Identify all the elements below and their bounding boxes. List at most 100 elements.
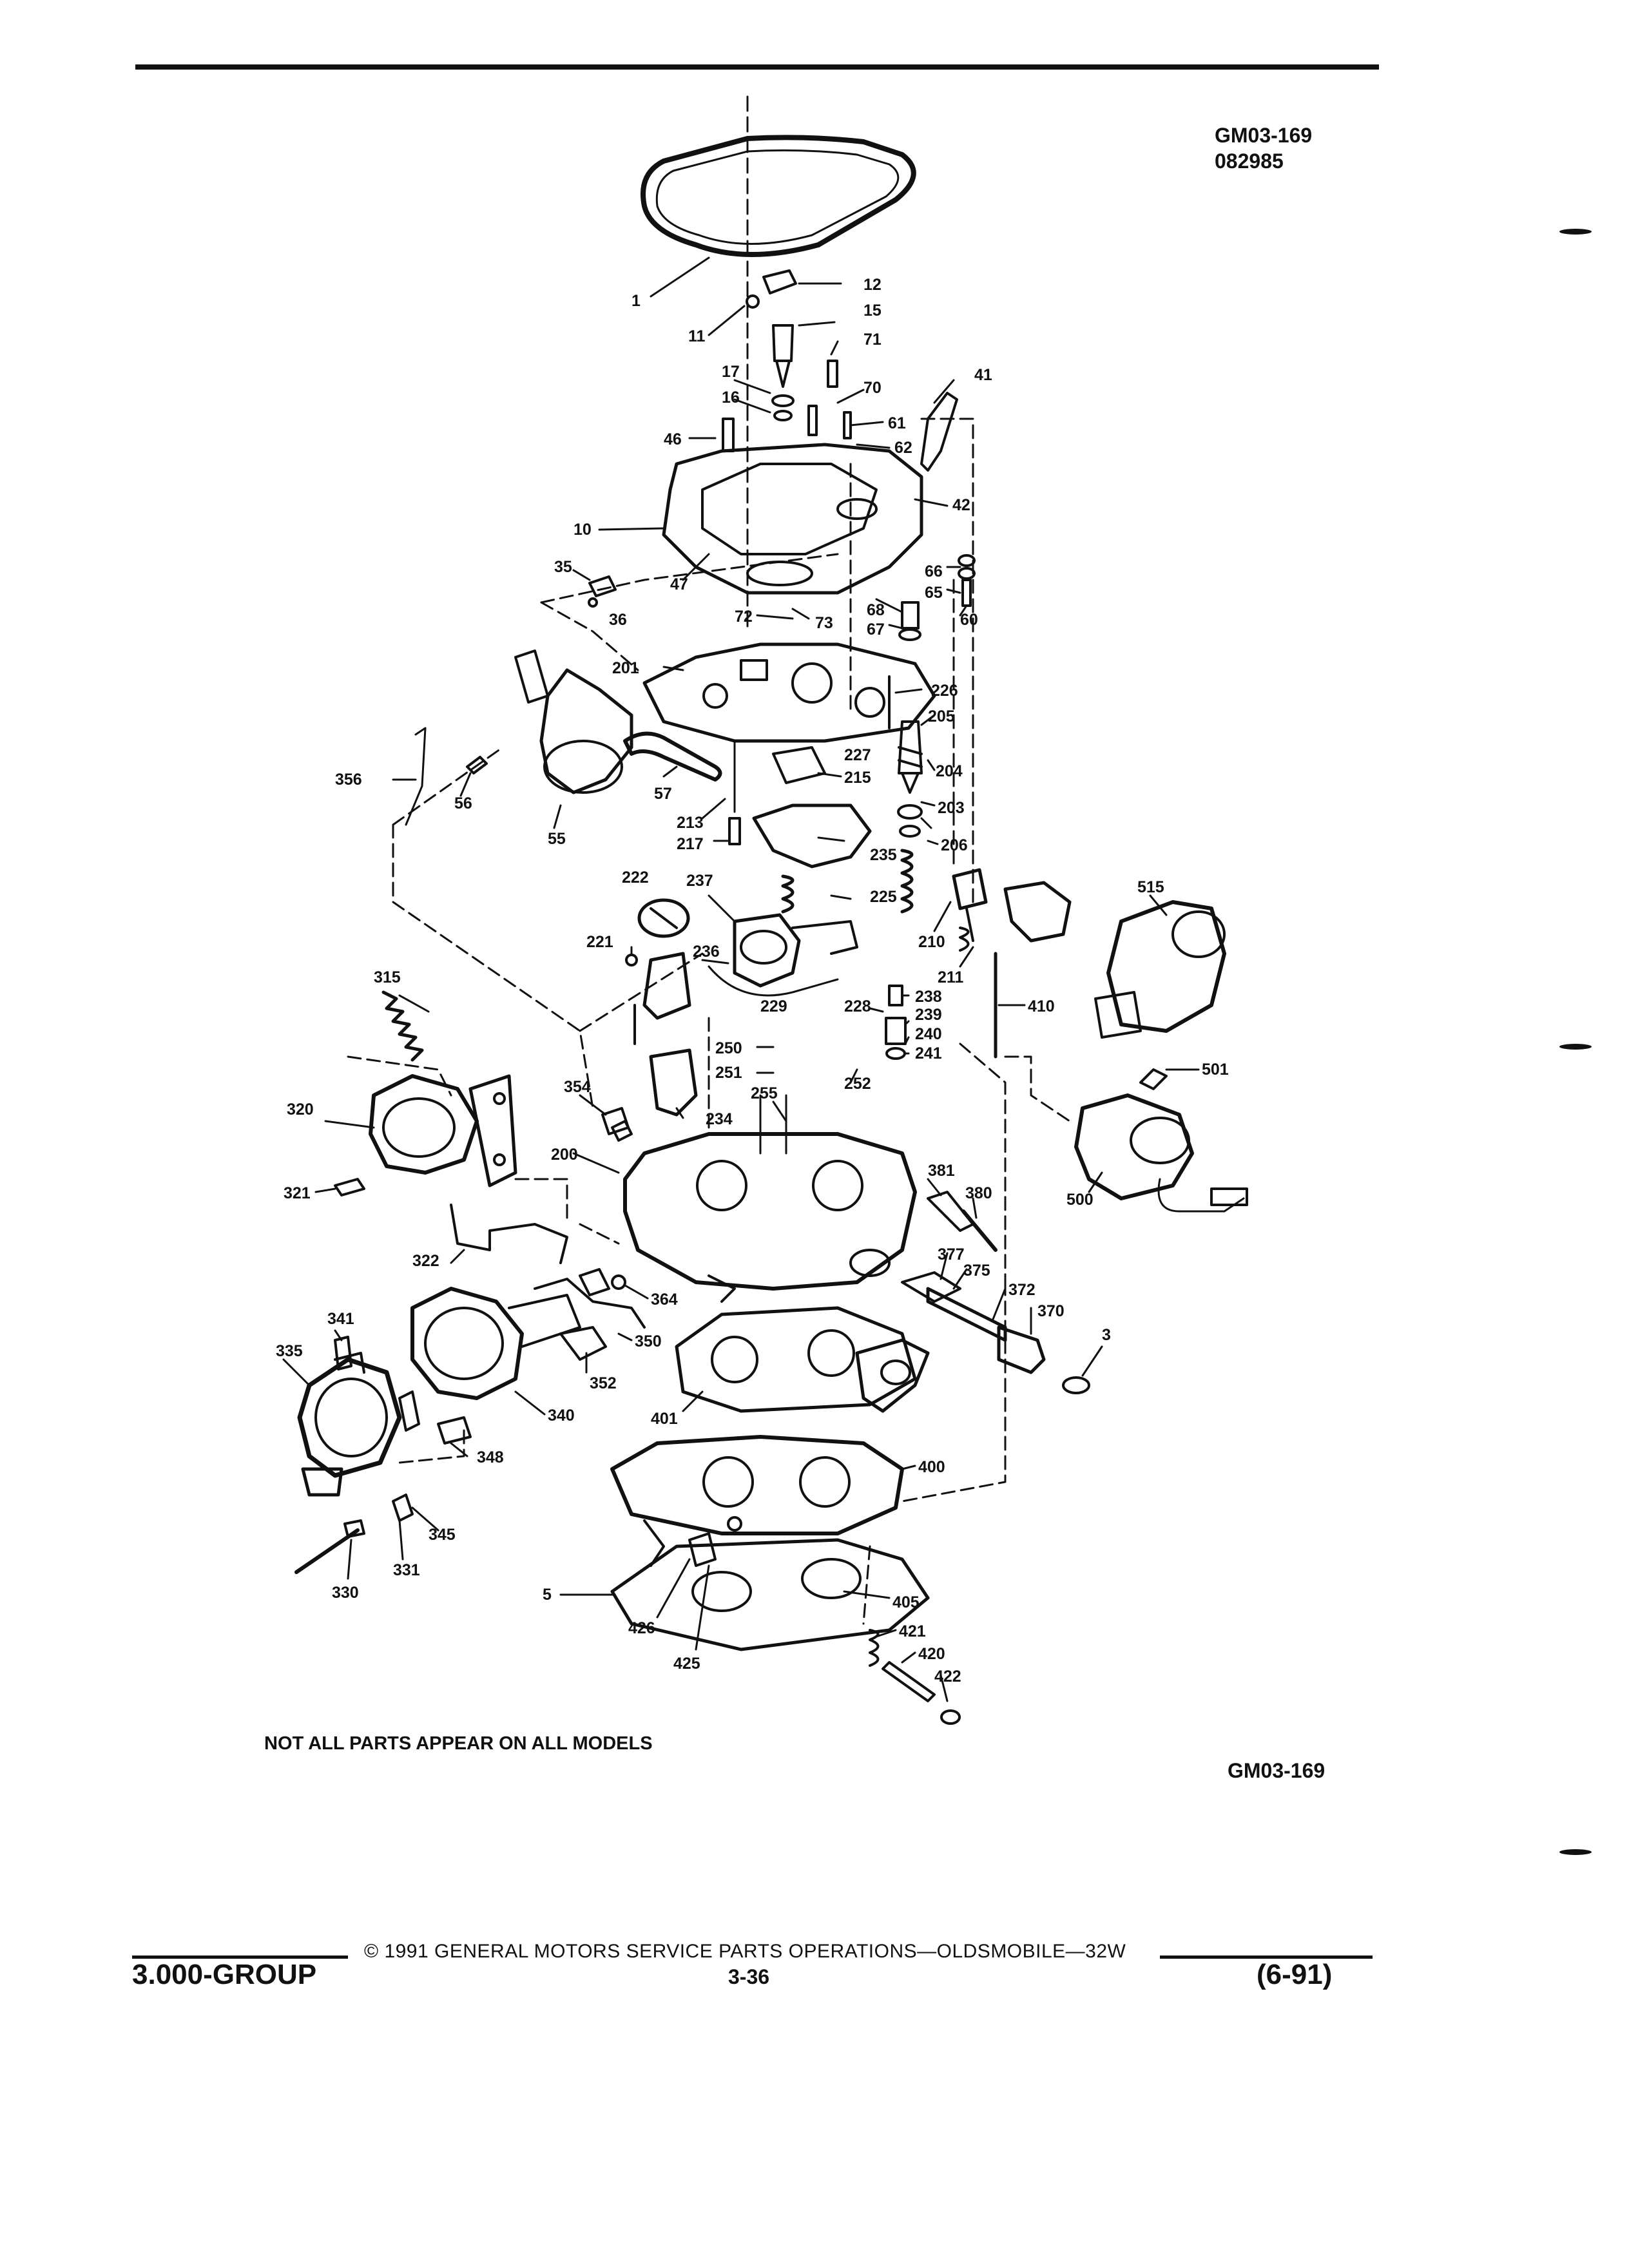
- margin-mark-top: [1559, 229, 1592, 235]
- callout-320: 320: [287, 1100, 314, 1119]
- callout-60: 60: [960, 611, 978, 629]
- margin-mark-bottom: [1559, 1849, 1592, 1855]
- callout-377: 377: [938, 1245, 965, 1264]
- callout-41: 41: [974, 366, 992, 384]
- callout-251: 251: [715, 1064, 742, 1082]
- callout-348: 348: [477, 1448, 504, 1466]
- callout-67: 67: [867, 620, 885, 639]
- callout-55: 55: [548, 830, 566, 848]
- callout-370: 370: [1037, 1302, 1065, 1320]
- callout-211: 211: [938, 968, 963, 986]
- callout-56: 56: [454, 794, 472, 812]
- callout-70: 70: [863, 379, 882, 397]
- callout-204: 204: [936, 762, 963, 780]
- page-number: 3-36: [728, 1965, 770, 1988]
- reference-code: GM03-169 082985: [1215, 122, 1312, 174]
- callout-46: 46: [664, 430, 682, 448]
- callout-330: 330: [332, 1584, 359, 1602]
- callout-372: 372: [1008, 1281, 1036, 1299]
- callout-12: 12: [863, 276, 882, 294]
- callout-16: 16: [722, 389, 740, 407]
- reference-code-line1: GM03-169: [1215, 124, 1313, 147]
- callout-217: 217: [677, 835, 704, 853]
- callout-72: 72: [735, 608, 753, 626]
- callout-225: 225: [870, 888, 897, 906]
- callout-210: 210: [918, 933, 945, 951]
- callout-68: 68: [867, 601, 885, 619]
- models-note: NOT ALL PARTS APPEAR ON ALL MODELS: [264, 1733, 653, 1754]
- callout-335: 335: [276, 1342, 303, 1360]
- callout-35: 35: [554, 558, 572, 576]
- callout-62: 62: [894, 439, 912, 457]
- callout-5: 5: [543, 1586, 552, 1604]
- callout-250: 250: [715, 1039, 742, 1057]
- callout-36: 36: [609, 611, 627, 629]
- callout-42: 42: [952, 496, 970, 514]
- callout-205: 205: [928, 707, 955, 726]
- callout-356: 356: [335, 771, 362, 789]
- callout-201: 201: [612, 659, 639, 677]
- callout-239: 239: [915, 1006, 942, 1024]
- callout-65: 65: [925, 584, 943, 602]
- callout-515: 515: [1137, 878, 1164, 896]
- callout-400: 400: [918, 1458, 945, 1476]
- callout-200: 200: [551, 1146, 578, 1164]
- callout-321: 321: [284, 1184, 311, 1202]
- callout-401: 401: [651, 1410, 678, 1428]
- callout-3: 3: [1102, 1326, 1111, 1344]
- margin-mark-middle: [1559, 1044, 1592, 1050]
- callout-213: 213: [677, 814, 704, 832]
- callout-206: 206: [941, 836, 968, 854]
- callout-203: 203: [938, 799, 965, 817]
- callout-410: 410: [1028, 997, 1055, 1015]
- callout-227: 227: [844, 746, 871, 764]
- diagram-artwork: [282, 95, 1248, 1725]
- footer-rule-left: [132, 1956, 348, 1959]
- callout-10: 10: [574, 521, 592, 539]
- callout-73: 73: [815, 614, 833, 632]
- callout-61: 61: [888, 414, 906, 432]
- callout-240: 240: [915, 1025, 942, 1043]
- callout-252: 252: [844, 1075, 871, 1093]
- part-callouts: 1 3 5 10 11 12 15 16 17 35 36 41 42 46 4…: [276, 276, 1229, 1686]
- callout-405: 405: [892, 1593, 920, 1611]
- callout-381: 381: [928, 1162, 955, 1180]
- callout-501: 501: [1202, 1061, 1229, 1079]
- callout-237: 237: [686, 872, 713, 890]
- callout-66: 66: [925, 562, 943, 581]
- callout-238: 238: [915, 988, 942, 1006]
- callout-221: 221: [586, 933, 613, 951]
- callout-425: 425: [673, 1655, 700, 1673]
- revision-date: (6-91): [1257, 1959, 1333, 1990]
- callout-380: 380: [965, 1184, 992, 1202]
- callout-236: 236: [693, 943, 720, 961]
- callout-229: 229: [760, 997, 787, 1015]
- callout-241: 241: [915, 1044, 942, 1062]
- callout-71: 71: [863, 331, 882, 349]
- copyright-line: © 1991 GENERAL MOTORS SERVICE PARTS OPER…: [364, 1941, 1126, 1962]
- callout-255: 255: [751, 1084, 778, 1102]
- callout-215: 215: [844, 769, 871, 787]
- callout-47: 47: [670, 575, 688, 593]
- callout-315: 315: [374, 968, 401, 986]
- group-code: 3.000-GROUP: [132, 1959, 317, 1990]
- figure-code: GM03-169: [1228, 1759, 1325, 1782]
- callout-235: 235: [870, 846, 897, 864]
- reference-code-line2: 082985: [1215, 149, 1284, 173]
- callout-350: 350: [635, 1332, 662, 1350]
- callout-420: 420: [918, 1645, 945, 1663]
- callout-352: 352: [590, 1374, 617, 1392]
- top-rule: [135, 64, 1379, 70]
- callout-234: 234: [706, 1110, 733, 1128]
- callout-331: 331: [393, 1561, 420, 1579]
- callout-500: 500: [1066, 1191, 1094, 1209]
- callout-15: 15: [863, 302, 882, 320]
- callout-364: 364: [651, 1291, 678, 1309]
- callout-322: 322: [412, 1252, 439, 1270]
- callout-354: 354: [564, 1078, 591, 1096]
- callout-421: 421: [899, 1622, 926, 1640]
- callout-228: 228: [844, 997, 871, 1015]
- callout-340: 340: [548, 1407, 575, 1425]
- footer-rule-right: [1160, 1956, 1373, 1959]
- callout-226: 226: [931, 682, 958, 700]
